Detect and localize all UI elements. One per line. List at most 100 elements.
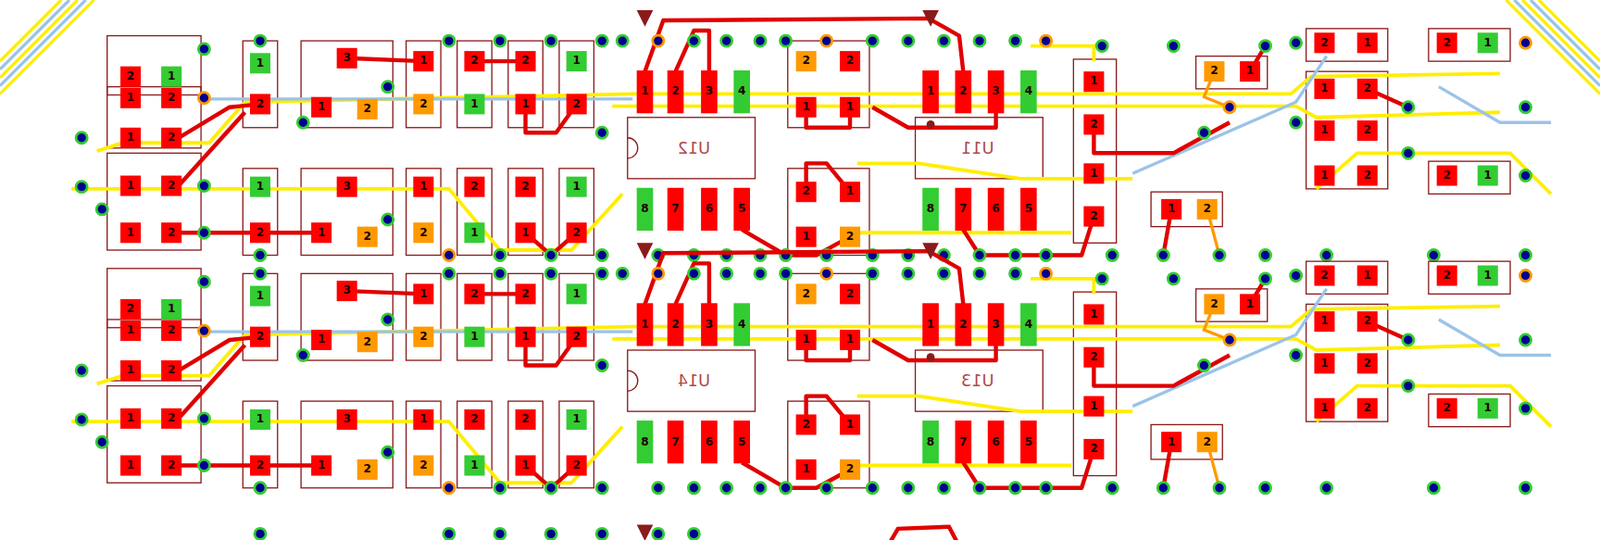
pin-number: 1 xyxy=(1161,431,1182,452)
via xyxy=(866,482,878,494)
via xyxy=(198,92,210,104)
pin-number: 1 xyxy=(1313,120,1335,141)
pin-number: 2 xyxy=(161,360,182,381)
via xyxy=(687,527,700,539)
pin-number: 2 xyxy=(412,455,434,476)
via xyxy=(1321,482,1333,494)
pin-number: 1 xyxy=(311,97,332,118)
via xyxy=(721,35,733,47)
pin-number: 2 xyxy=(1437,165,1458,187)
pin-number: 1 xyxy=(515,455,537,476)
pin-number: 1 xyxy=(1357,265,1378,287)
via xyxy=(596,482,608,494)
ic-notch xyxy=(627,370,638,391)
via xyxy=(297,349,309,361)
via xyxy=(780,482,792,494)
via xyxy=(1009,482,1021,494)
part-outline xyxy=(300,40,393,128)
pin-number: 2 xyxy=(161,87,182,109)
pin-number: 1 xyxy=(1477,165,1499,187)
pin-number: 1 xyxy=(1477,32,1499,53)
via xyxy=(754,267,766,279)
via xyxy=(198,43,210,55)
pin-number: 8 xyxy=(922,420,939,463)
via xyxy=(1213,482,1225,494)
via xyxy=(821,267,833,279)
part-outline xyxy=(457,273,492,361)
part-outline xyxy=(457,400,492,488)
part-outline xyxy=(1196,56,1268,89)
pin-number: 1 xyxy=(311,222,332,243)
via xyxy=(1290,349,1302,361)
via xyxy=(1040,267,1052,279)
pin-number: 8 xyxy=(637,420,654,463)
pin-one-marker xyxy=(922,10,939,27)
copper-trace xyxy=(644,250,963,304)
pin-number: 1 xyxy=(250,286,271,307)
pin-number: 2 xyxy=(796,50,817,72)
pin-number: 1 xyxy=(566,283,588,304)
pin-number: 1 xyxy=(796,459,817,480)
pin-number: 6 xyxy=(700,187,718,231)
pin-number: 5 xyxy=(733,420,750,463)
part-outline xyxy=(406,273,441,361)
pin-number: 1 xyxy=(637,70,654,113)
pin-number: 1 xyxy=(250,52,271,74)
pin-number: 1 xyxy=(839,181,861,202)
pin-number: 1 xyxy=(1239,293,1261,314)
pin-number: 1 xyxy=(1477,265,1499,287)
pin-number: 1 xyxy=(637,302,654,346)
via xyxy=(1259,482,1271,494)
via xyxy=(902,35,914,47)
part-outline xyxy=(787,168,870,256)
pin-number: 1 xyxy=(1161,199,1182,220)
pin-number: 2 xyxy=(566,455,588,476)
via xyxy=(1321,249,1333,261)
part-outline xyxy=(559,273,594,361)
via xyxy=(754,482,766,494)
pin-number: 5 xyxy=(1020,420,1038,463)
pin-number: 1 xyxy=(922,302,939,346)
via xyxy=(866,35,878,47)
via xyxy=(780,267,792,279)
via xyxy=(596,249,608,261)
via xyxy=(1519,270,1531,282)
part-outline xyxy=(1428,161,1511,194)
pin-number: 2 xyxy=(357,226,378,248)
via xyxy=(494,527,506,539)
via xyxy=(545,249,557,261)
copper-trace xyxy=(347,290,425,294)
via xyxy=(1519,170,1531,182)
via xyxy=(75,181,88,193)
via xyxy=(494,35,506,47)
via xyxy=(937,35,950,47)
part-outline xyxy=(107,386,201,484)
part-outline xyxy=(406,168,441,256)
pin-number: 2 xyxy=(120,66,141,88)
via xyxy=(297,116,309,128)
copper-trace xyxy=(178,103,261,138)
copper-trace xyxy=(178,230,261,235)
via xyxy=(198,459,210,471)
pin-one-marker xyxy=(637,524,654,540)
pin-number: 4 xyxy=(733,302,750,346)
via xyxy=(1259,249,1271,261)
part-outline xyxy=(1428,261,1511,294)
pin-number: 1 xyxy=(839,329,861,350)
pin-number: 1 xyxy=(566,409,588,430)
part-label: U11 xyxy=(961,137,994,158)
pin-number: 2 xyxy=(120,299,141,320)
copper-trace xyxy=(847,230,1072,235)
via xyxy=(545,527,557,539)
via xyxy=(198,325,210,337)
pin-number: 2 xyxy=(796,181,817,202)
via xyxy=(1009,267,1021,279)
via xyxy=(443,527,455,539)
pin-number: 1 xyxy=(566,176,588,198)
pin-number: 1 xyxy=(412,283,434,304)
part-outline xyxy=(787,273,870,361)
via xyxy=(382,81,394,93)
pin-number: 6 xyxy=(987,420,1005,463)
part-outline xyxy=(300,400,393,488)
via xyxy=(1096,40,1108,52)
